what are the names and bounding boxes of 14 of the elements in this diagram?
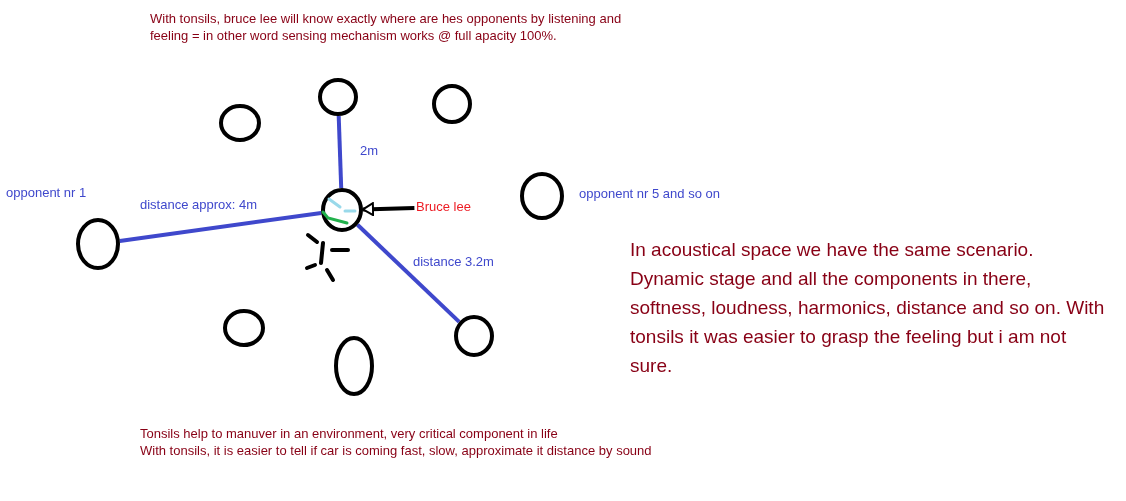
name-label: Bruce lee xyxy=(416,198,472,215)
opponent-label: opponent nr 1 xyxy=(6,184,87,201)
arrow xyxy=(362,202,415,217)
connector-line xyxy=(356,223,461,324)
note-text: With tonsils, bruce lee will know exactly where are hes opponents by listening and feeling = in other word sensing mechanism works @ full apacity 100%. xyxy=(150,10,623,44)
edge-label: 2m xyxy=(360,142,379,159)
note-text: In acoustical space we have the same scenario. Dynamic stage and all the components in there, softness, loudness, harmonics, distance and so on. With tonsils it was easier to grasp the feeling but i am not sure. xyxy=(630,238,1106,378)
connector-line xyxy=(119,210,322,243)
connector-line xyxy=(336,115,344,189)
opponent-label: opponent nr 5 and so on xyxy=(579,185,720,202)
note-text: With tonsils, it is easier to tell if car is coming fast, slow, approximate it distance by sound xyxy=(140,442,653,459)
edge-label: distance approx: 4m xyxy=(140,196,258,213)
note-text: Tonsils help to manuver in an environment, very critical component in life xyxy=(140,425,559,442)
edge-label: distance 3.2m xyxy=(413,253,494,270)
